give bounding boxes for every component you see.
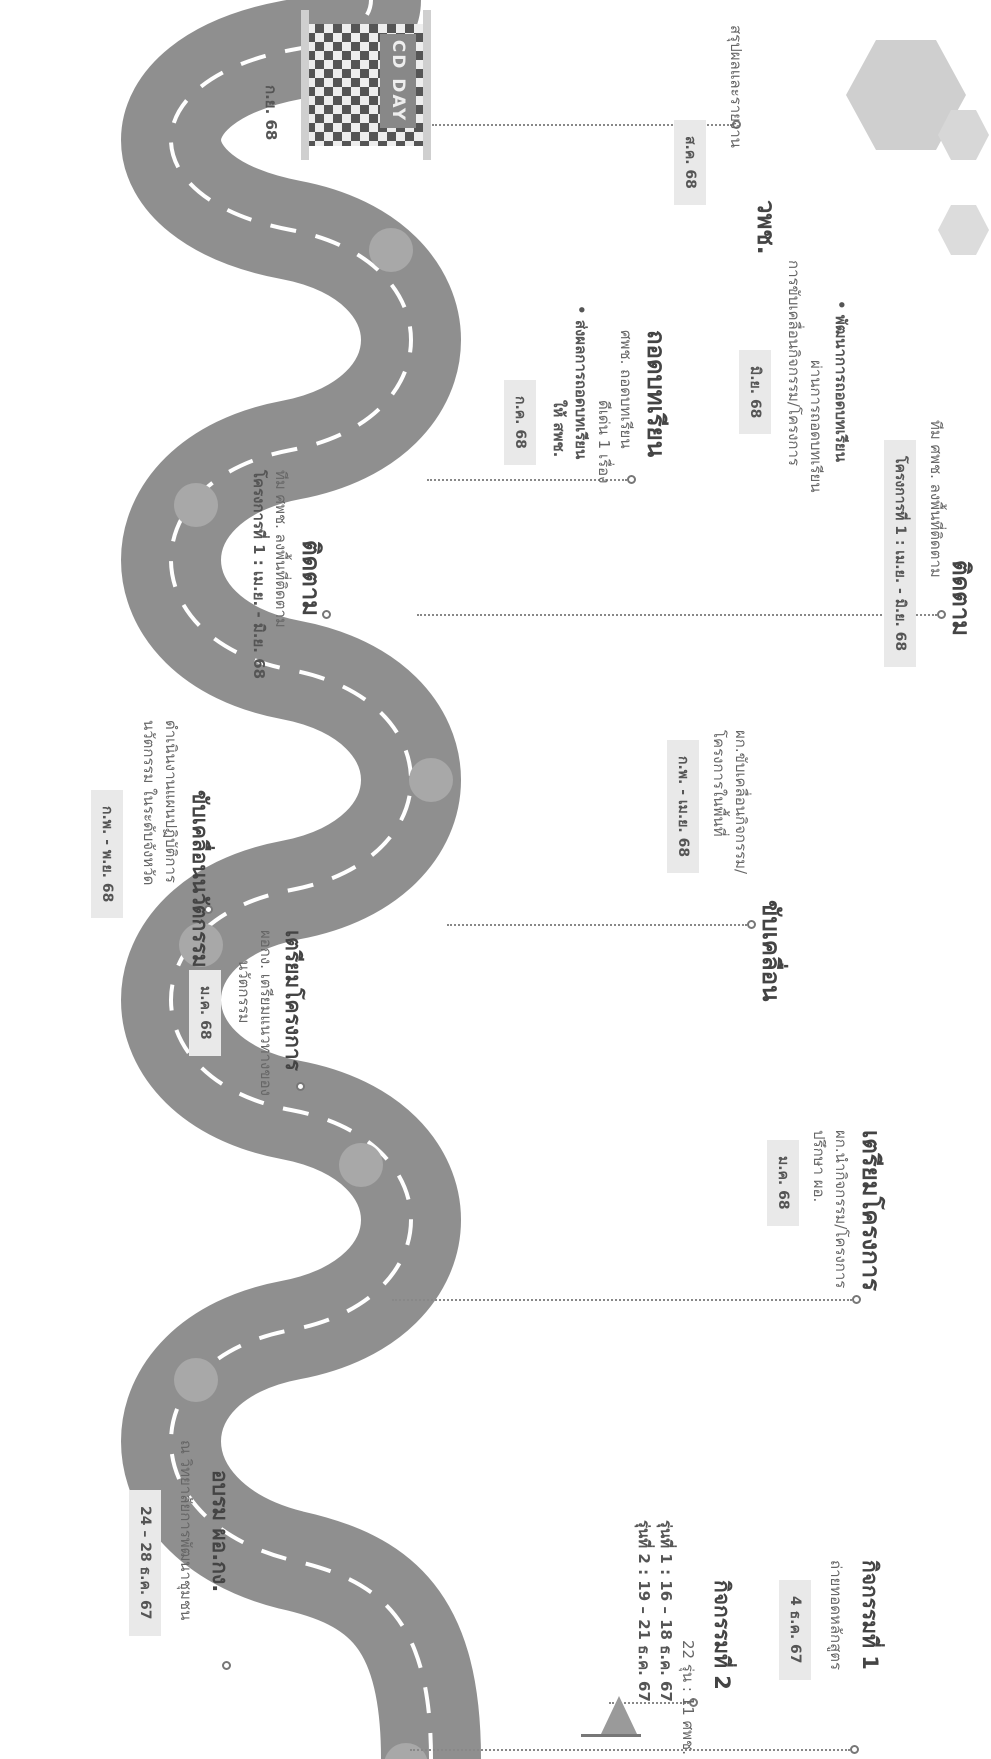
- road-center-line: [169, 0, 433, 1759]
- milestone-2-line-3: รุ่นที่ 2 : 19 – 21 ธ.ค. 67: [635, 1520, 653, 1702]
- goal-date: ก.ย. 68: [262, 85, 280, 141]
- milestone-8-bullet: • พัฒนาการถอดบทเรียน: [832, 300, 850, 462]
- road-marker: [179, 923, 223, 967]
- milestone-10-bullet-text: ส่งผลการถอดบทเรียน: [572, 319, 590, 460]
- milestone-10-line-2: ดีเด่น 1 เรื่อง: [595, 400, 613, 484]
- milestone-4-date: ม.ค. 68: [767, 1140, 799, 1226]
- milestone-1-date: 4 ธ.ค. 67: [779, 1580, 811, 1680]
- milestone-7-line-2: นวัตกรรม ในระดับจังหวัด: [140, 720, 158, 886]
- milestone-7-title: ขับเคลื่อนนวัตกรรม: [188, 790, 212, 968]
- milestone-8-line-2: โครงการที่ 1 : เม.ย. - มิ.ย. 68: [884, 440, 916, 668]
- milestone-5-line-1: ผอกง. เตรียมแนวทางของ: [257, 930, 275, 1096]
- milestone-4-dot: [852, 1295, 861, 1304]
- milestone-9-line-2: โครงการที่ 1 : เม.ย. - มิ.ย. 68: [250, 470, 268, 680]
- milestone-11-date: ส.ค. 68: [674, 120, 706, 205]
- milestone-10-dot: [627, 475, 636, 484]
- milestone-4-title: เตรียมโครงการ: [857, 1130, 885, 1292]
- milestone-6-date: ก.พ. - เม.ย. 68: [667, 740, 699, 874]
- milestone-10-title: ถอดบทเรียน: [642, 330, 670, 458]
- goal-board: CD DAY: [380, 34, 416, 128]
- milestone-1-line: ถ่ายทอดหลักสูตร: [827, 1560, 845, 1671]
- start-flag-icon: [581, 1690, 641, 1750]
- milestone-2-title: กิจกรรมที่ 2: [710, 1580, 734, 1690]
- road-marker: [339, 1143, 383, 1187]
- road-marker: [174, 483, 218, 527]
- milestone-10-bullet: • ส่งผลการถอดบทเรียน: [572, 305, 590, 460]
- milestone-7-date: ก.พ. - พ.ย. 68: [91, 790, 123, 919]
- road-marker: [409, 758, 453, 802]
- milestone-9-title: ติดตาม: [297, 540, 325, 617]
- milestone-4-connector: [392, 1299, 852, 1301]
- milestone-11-line: สรุปผลและรายงาน: [727, 25, 745, 148]
- road-marker: [369, 228, 413, 272]
- milestone-8-line-1: ทีม ศพช. ลงพื้นที่ติดตาม: [927, 420, 945, 578]
- milestone-4-line-1: ผก.นำกิจกรรม/โครงการ: [832, 1130, 850, 1289]
- milestone-10-bullet-2: ให้ สพช.: [550, 400, 568, 458]
- goal-board-text: CD DAY: [388, 39, 408, 123]
- milestone-4-line-2: ปรึกษา ผอ.: [810, 1130, 828, 1203]
- milestone-3-date: 24 – 28 ธ.ค. 67: [129, 1490, 161, 1636]
- milestone-6-title: ขับเคลื่อน: [757, 900, 785, 1002]
- milestone-10-date: ก.ค. 68: [504, 380, 536, 465]
- milestone-8-bullet-text: พัฒนาการถอดบทเรียน: [832, 314, 850, 462]
- milestone-10-line-1: ศพช. ถอดบทเรียน: [617, 330, 635, 449]
- milestone-2-line-2: รุ่นที่ 1 : 16 – 18 ธ.ค. 67: [657, 1520, 675, 1702]
- milestone-8-connector: [417, 614, 937, 616]
- milestone-11-title: วพช.: [752, 200, 780, 255]
- hexagon-icon: [846, 40, 966, 150]
- milestone-9-line-1: ทีม ศพช. ลงพื้นที่ติดตาม: [272, 470, 290, 628]
- hexagon-icon: [938, 110, 989, 160]
- milestone-5-dot: [296, 1082, 305, 1091]
- milestone-5-date: ม.ค. 68: [189, 970, 221, 1056]
- milestone-8-sub-2: การขับเคลื่อนกิจกรรม/โครงการ: [785, 260, 803, 466]
- milestone-3-dot: [222, 1661, 231, 1670]
- road-marker: [174, 1358, 218, 1402]
- milestone-5-line-2: นวัตกรรม: [235, 960, 253, 1024]
- milestone-8-title: ติดตาม: [947, 560, 975, 637]
- milestone-3-title: อบรม ผอ.กง.: [208, 1470, 232, 1593]
- milestone-7-line-1: ดำเนินงานแผนปฏิบัติการ: [162, 720, 180, 883]
- milestone-3-line: ณ วิทยาลัยการพัฒนาชุมชน: [177, 1440, 195, 1621]
- milestone-6-line-2: โครงการในพื้นที่: [710, 730, 728, 837]
- hexagon-icon: [938, 205, 989, 255]
- milestone-1-dot: [850, 1745, 859, 1754]
- milestone-2-line-1: 22 รุ่น : 11 ศพช.: [679, 1640, 697, 1755]
- milestone-5-title: เตรียมโครงการ: [281, 930, 305, 1071]
- milestone-6-connector: [447, 924, 747, 926]
- milestone-1-title: กิจกรรมที่ 1: [858, 1560, 882, 1670]
- milestone-8-sub-1: ผ่านการถอดบทเรียน: [807, 360, 825, 493]
- milestone-6-line-1: ผก.ขับเคลื่อนกิจกรรม/: [732, 730, 750, 875]
- road-marker: [384, 1743, 428, 1759]
- milestone-8-date: มิ.ย. 68: [739, 350, 771, 435]
